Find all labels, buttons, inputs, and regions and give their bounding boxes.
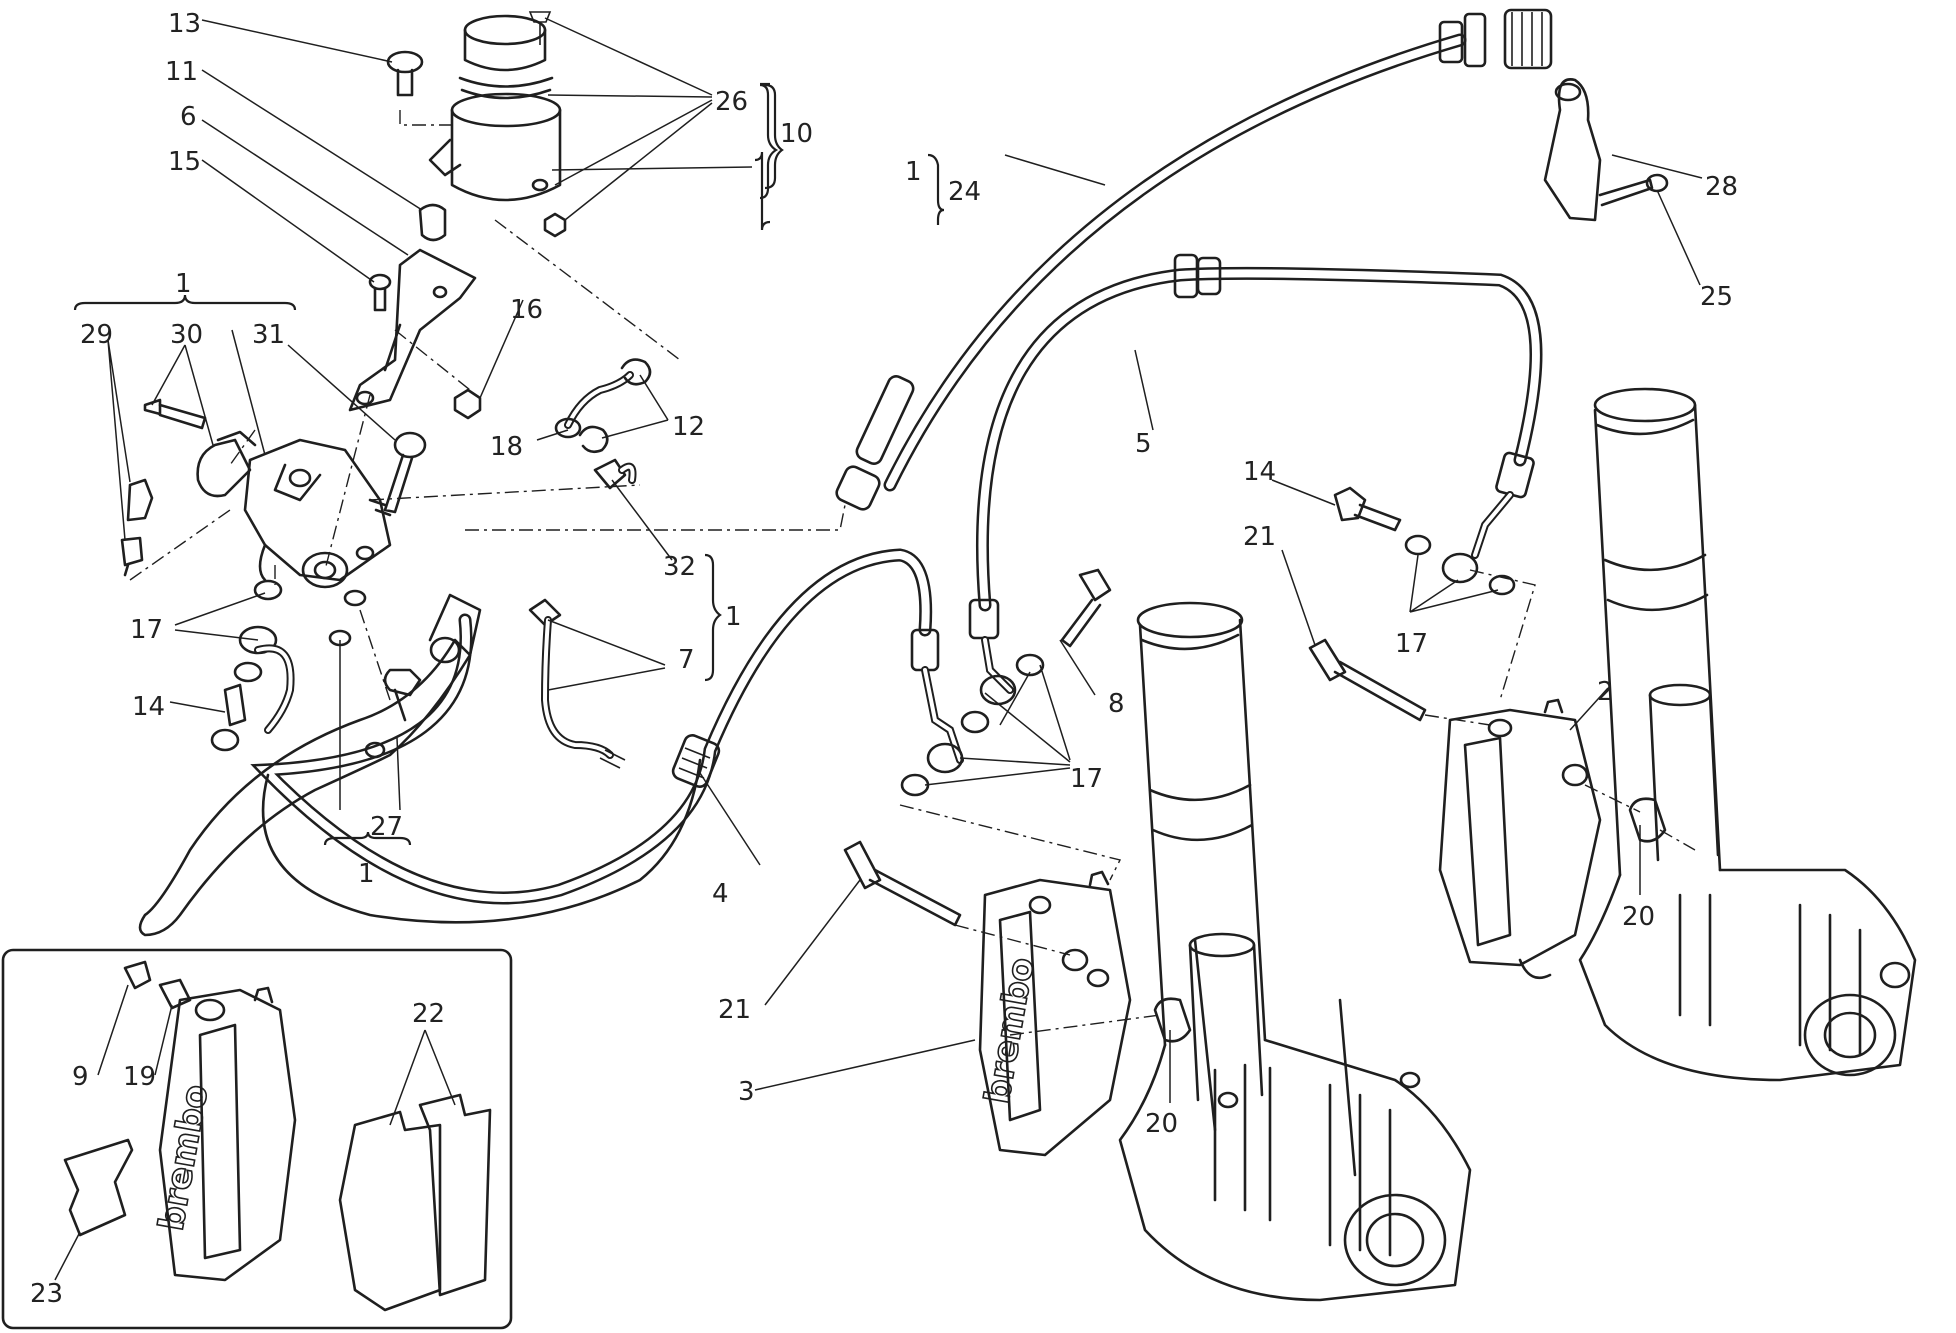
- callout-17-left: 17: [130, 615, 163, 645]
- callout-1-bottom: 1: [358, 859, 375, 889]
- callout-29: 29: [80, 320, 113, 350]
- callout-32: 32: [663, 552, 696, 582]
- callout-1-hose: 1: [905, 157, 922, 187]
- fork-leg-right: [1578, 387, 1917, 1082]
- brake-lever: [138, 593, 482, 937]
- callout-labels: 13 11 6 15 1 29 30 31 16 26 10 12 18 32 …: [30, 9, 1738, 1309]
- callout-13: 13: [168, 9, 201, 39]
- callout-11: 11: [165, 57, 198, 87]
- callout-24: 24: [948, 177, 981, 207]
- hose-clamps-12: [578, 358, 652, 454]
- callout-5: 5: [1135, 429, 1152, 459]
- fork-inner-tube-left: [1188, 932, 1264, 1102]
- reservoir-bracket: [348, 248, 477, 412]
- handlebar-clamp: [196, 430, 257, 498]
- group-brackets: [73, 82, 945, 846]
- leader-lines: [54, 17, 1703, 1281]
- callout-21-right: 21: [1243, 522, 1276, 552]
- brake-hose-5: [968, 253, 1543, 694]
- callout-28: 28: [1705, 172, 1738, 202]
- callout-7: 7: [678, 645, 695, 675]
- callout-10: 10: [780, 119, 813, 149]
- callout-20-right: 20: [1622, 902, 1655, 932]
- callout-20-left: 20: [1145, 1109, 1178, 1139]
- callout-17-mid: 17: [1070, 764, 1103, 794]
- fluid-reservoir: [428, 11, 562, 202]
- callout-14-left: 14: [132, 692, 165, 722]
- callout-23: 23: [30, 1279, 63, 1309]
- callout-19: 19: [123, 1062, 156, 1092]
- hose-union-32: [593, 458, 637, 490]
- caliper-left: brembo: [977, 870, 1132, 1157]
- caliper-right: [1438, 698, 1602, 980]
- callout-27: 27: [370, 812, 403, 842]
- callout-9: 9: [72, 1062, 89, 1092]
- fork-inner-tube-right: [1648, 683, 1720, 862]
- callout-18: 18: [490, 432, 523, 462]
- caliper-brand-text: brembo: [977, 955, 1042, 1107]
- callout-12: 12: [672, 412, 705, 442]
- fasteners: [120, 50, 1669, 1043]
- callout-3: 3: [738, 1077, 755, 1107]
- callout-6: 6: [180, 102, 197, 132]
- callout-21-left: 21: [718, 995, 751, 1025]
- callout-1-right: 1: [725, 602, 742, 632]
- callout-30: 30: [170, 320, 203, 350]
- brake-switch: [383, 598, 626, 769]
- callout-25: 25: [1700, 282, 1733, 312]
- callout-31: 31: [252, 320, 285, 350]
- callout-15: 15: [168, 147, 201, 177]
- master-cylinder-body: [243, 438, 392, 589]
- callout-17-right: 17: [1395, 629, 1428, 659]
- assembly-axis-lines: [129, 110, 1696, 1036]
- callout-1-top: 1: [175, 269, 192, 299]
- callout-4: 4: [712, 879, 729, 909]
- fork-leg-left: [1118, 601, 1472, 1302]
- callout-8: 8: [1108, 689, 1125, 719]
- callout-16: 16: [510, 295, 543, 325]
- brake-hose-4: [250, 548, 964, 924]
- callout-22: 22: [412, 999, 445, 1029]
- brake-hose-24: [835, 8, 1553, 511]
- callout-2: 2: [1597, 677, 1614, 707]
- callout-26: 26: [715, 87, 748, 117]
- callout-14-right: 14: [1243, 457, 1276, 487]
- reservoir-hose-18: [554, 371, 634, 439]
